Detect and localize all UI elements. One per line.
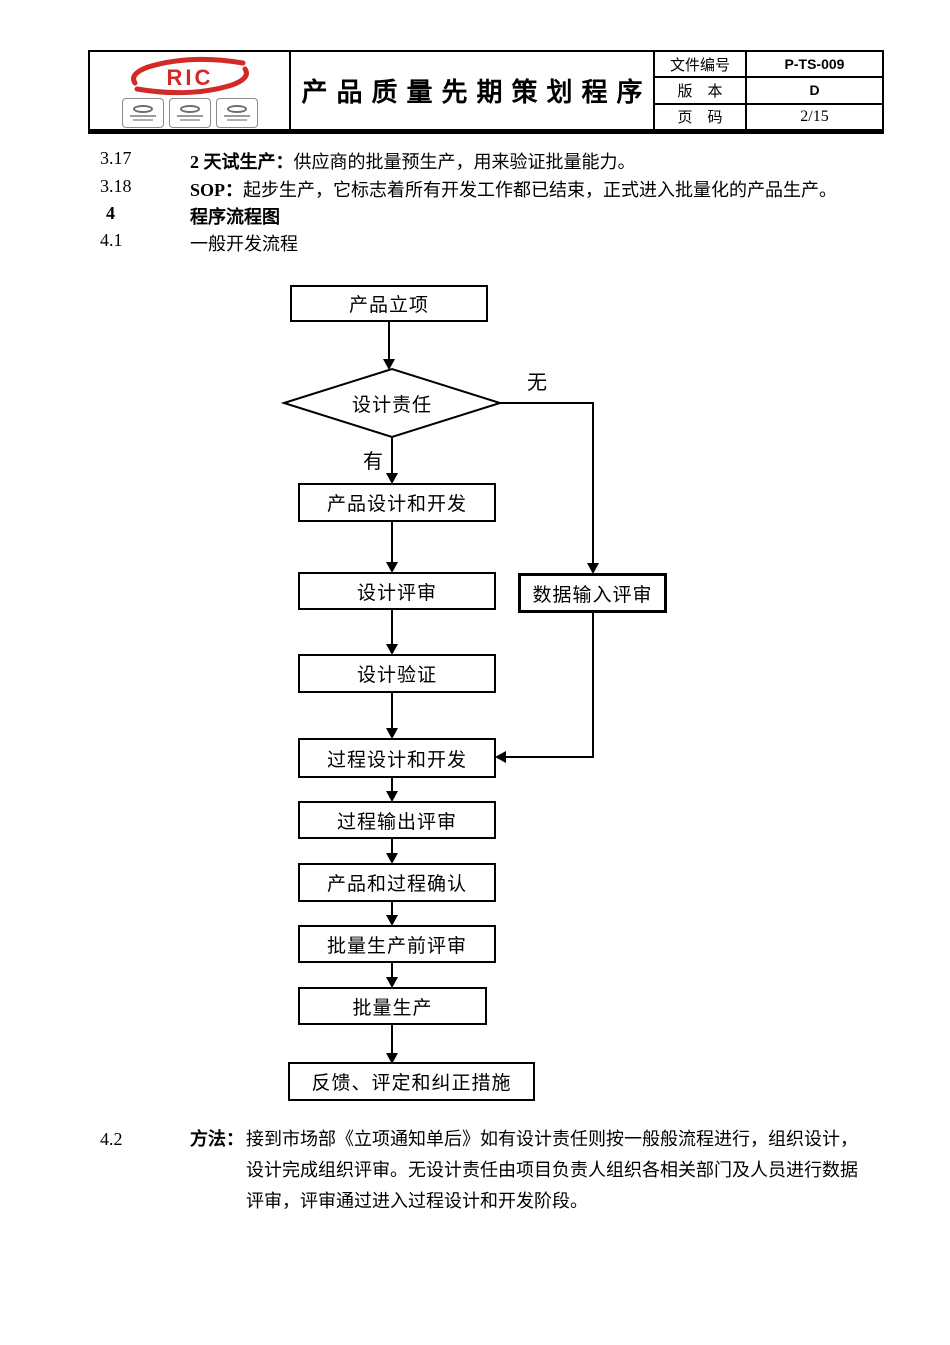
doc-number-value: P-TS-009 [784, 56, 845, 73]
tuv-badge-icon [121, 97, 164, 128]
doc-info-row: 版 本 D [655, 76, 882, 103]
flow-node-process-design-dev: 过程设计和开发 [298, 738, 496, 778]
clause-number: 4.1 [100, 230, 123, 250]
clause-body: 起步生产，它标志着所有开发工作都已结束，正式进入批量化的产品生产。 [243, 180, 838, 200]
clause-term: 2 天试生产： [190, 152, 294, 172]
doc-version-value: D [809, 82, 820, 99]
document-title: 产品质量先期策划程序 [301, 78, 652, 107]
clause-3-17: 3.17 2 天试生产：供应商的批量预生产，用来验证批量能力。 [0, 148, 950, 175]
method-line-2: 设计完成组织评审。无设计责任由项目负责人组织各相关部门及人员进行数据 [246, 1160, 858, 1180]
doc-info-row: 文件编号 P-TS-009 [655, 52, 882, 77]
clause-text: SOP：起步生产，它标志着所有开发工作都已结束，正式进入批量化的产品生产。 [190, 176, 837, 202]
clause-term: SOP： [190, 180, 244, 200]
clause-3-18: 3.18 SOP：起步生产，它标志着所有开发工作都已结束，正式进入批量化的产品生… [0, 176, 950, 203]
method-number: 4.2 [100, 1129, 123, 1149]
clause-text: 一般开发流程 [190, 230, 298, 256]
cert-badges [121, 97, 258, 128]
clause-body: 一般开发流程 [190, 234, 298, 254]
clause-number: 3.18 [100, 176, 132, 196]
doc-page-value: 2/15 [800, 107, 829, 125]
clause-number: 3.17 [100, 148, 132, 168]
method-term: 方法： [190, 1129, 244, 1149]
clause-term: 程序流程图 [190, 207, 280, 227]
flow-node-product-design-dev: 产品设计和开发 [298, 483, 496, 522]
flow-node-design-review: 设计评审 [298, 572, 496, 610]
flow-node-feedback-corrective-action: 反馈、评定和纠正措施 [288, 1062, 535, 1101]
tuv-badge-icon [215, 97, 258, 128]
flow-node-design-verification: 设计验证 [298, 654, 496, 693]
method-line-3: 评审，评审通过进入过程设计和开发阶段。 [246, 1191, 588, 1211]
branch-label-no: 无 [527, 372, 547, 394]
clause-4: 4 程序流程图 [0, 203, 950, 230]
doc-info-row: 页 码 2/15 [655, 102, 882, 129]
method-line-1: 接到市场部《立项通知单后》如有设计责任则按一般般流程进行，组织设计， [246, 1129, 858, 1149]
tuv-badge-icon [168, 97, 211, 128]
title-cell: 产品质量先期策划程序 [291, 52, 653, 129]
flow-node-process-output-review: 过程输出评审 [298, 801, 496, 839]
document-header: RIC 产品质量先期策划程序 文件编号 P-TS-009 版 本 D 页 码 2… [88, 50, 884, 134]
doc-info-table: 文件编号 P-TS-009 版 本 D 页 码 2/15 [653, 52, 882, 129]
clause-4-1: 4.1 一般开发流程 [0, 230, 950, 257]
flow-node-data-input-review: 数据输入评审 [518, 573, 667, 613]
clause-body: 供应商的批量预生产，用来验证批量能力。 [293, 152, 636, 172]
flow-node-mass-production: 批量生产 [298, 987, 487, 1025]
flow-node-pre-mass-production-review: 批量生产前评审 [298, 925, 496, 963]
logo-cell: RIC [90, 52, 291, 129]
doc-version-label: 版 本 [655, 78, 747, 103]
ric-logo-icon: RIC [130, 56, 249, 95]
logo-text: RIC [166, 65, 213, 90]
flow-node-product-process-validation: 产品和过程确认 [298, 863, 496, 902]
branch-label-yes: 有 [363, 451, 383, 473]
clause-text: 2 天试生产：供应商的批量预生产，用来验证批量能力。 [190, 148, 636, 174]
flow-node-product-initiation: 产品立项 [290, 285, 488, 322]
clause-number: 4 [106, 203, 115, 223]
clause-text: 程序流程图 [190, 203, 280, 229]
flow-node-design-responsibility: 设计责任 [351, 394, 432, 416]
doc-page-label: 页 码 [655, 104, 747, 129]
doc-number-label: 文件编号 [655, 52, 747, 77]
